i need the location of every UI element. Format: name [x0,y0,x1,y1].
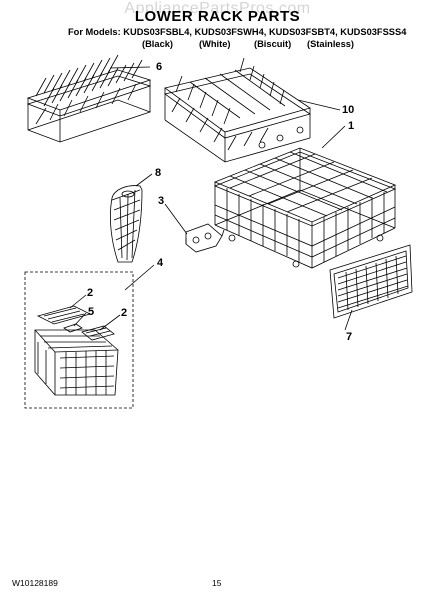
callout-4: 4 [157,257,164,269]
part-1-lower-rack [213,147,397,269]
callout-2-left: 2 [87,287,94,299]
callout-1: 1 [348,120,355,132]
callout-3: 3 [158,195,165,207]
part-8-basket-holder [110,185,143,263]
page-number: 15 [212,578,222,588]
part-4-silverware-group [24,271,134,409]
page-title: LOWER RACK PARTS [134,8,301,25]
color-white: (White) [199,39,231,49]
part-4-silverware-basket [34,329,119,396]
part-5-clip [63,323,83,333]
callout-6: 6 [156,61,163,73]
part-6-tine-row [26,54,152,143]
leader-lines [69,66,353,331]
part-2-lid-right [81,325,115,341]
callout-10: 10 [342,104,355,116]
part-7-grille-panel [329,244,413,319]
callout-2-right: 2 [121,307,128,319]
part-2-lid-left [36,305,92,325]
callout-7: 7 [346,331,353,343]
part-10-tine-assembly [164,57,311,163]
watermark: AppliancePartsPros.com [124,0,311,17]
color-black: (Black) [142,39,174,49]
models-line: For Models: KUDS03FSBL4, KUDS03FSWH4, KU… [68,27,407,37]
color-stainless: (Stainless) [307,39,355,49]
part-3-bracket [185,223,225,253]
color-biscuit: (Biscuit) [254,39,292,49]
document-number: W10128189 [12,578,58,588]
callout-5: 5 [88,306,95,318]
callout-8: 8 [155,167,162,179]
